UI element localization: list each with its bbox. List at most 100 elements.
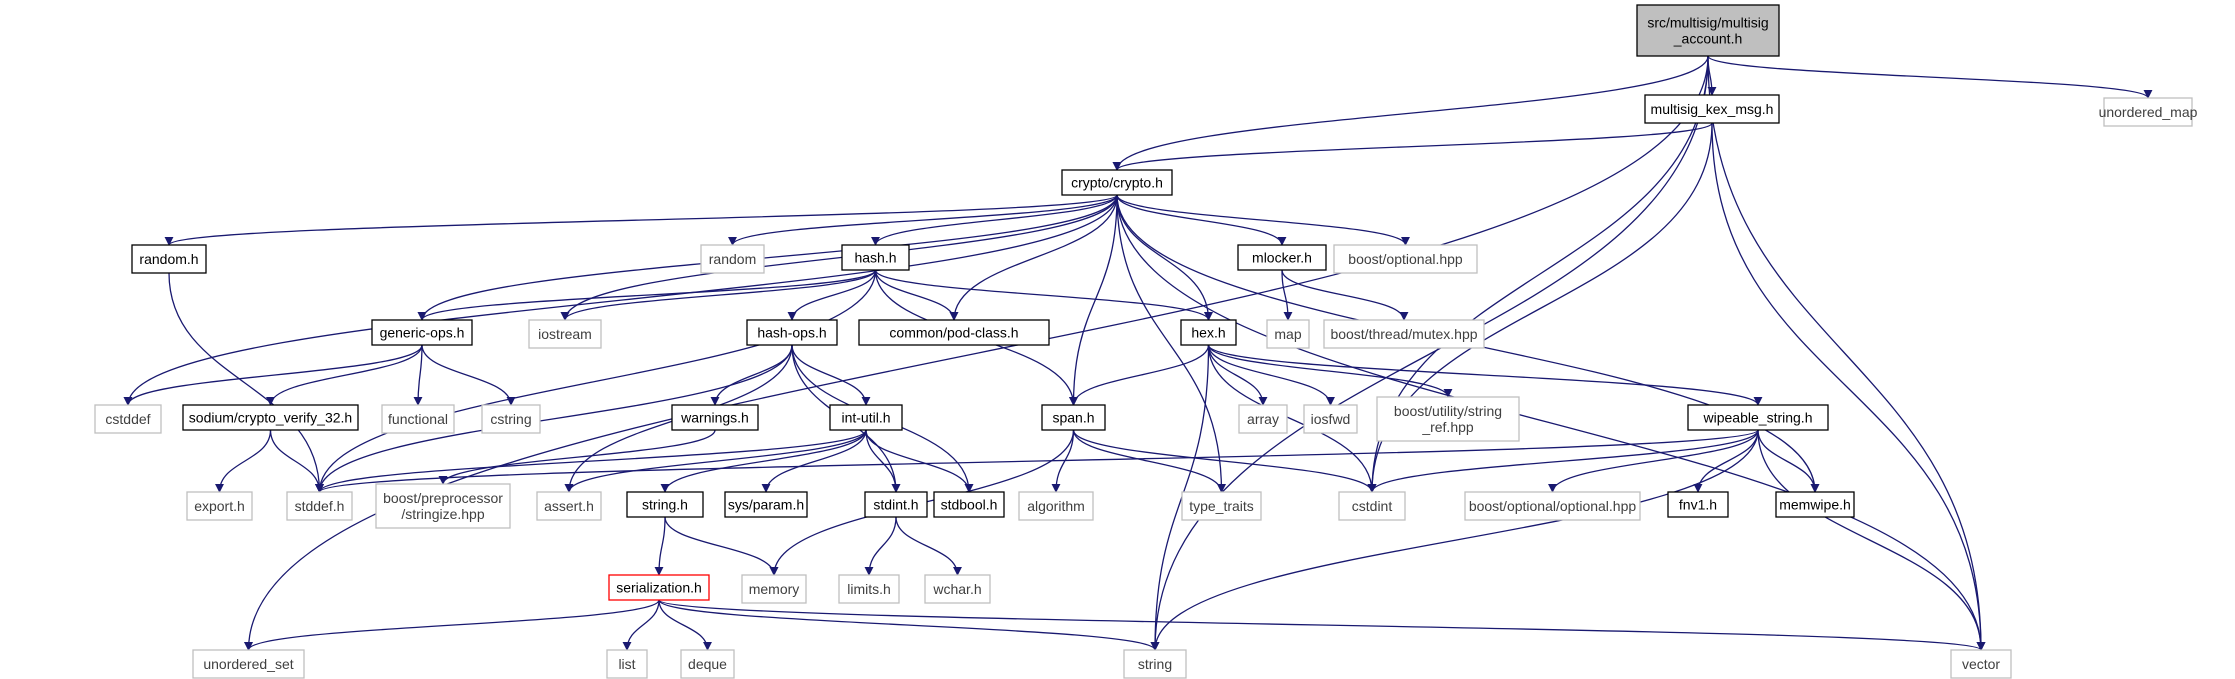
- header-node[interactable]: sodium/crypto_verify_32.h: [182, 404, 359, 431]
- include-edge-path: [622, 599, 660, 651]
- header-node[interactable]: hash-ops.h: [746, 319, 838, 346]
- include-edge-path: [243, 55, 1709, 651]
- node-label: limits.h: [847, 581, 891, 597]
- header-node[interactable]: multisig_kex_msg.h: [1644, 94, 1780, 124]
- include-edge-path: [417, 269, 877, 321]
- node-box: [186, 491, 253, 521]
- include-edge: [421, 344, 516, 406]
- header-node[interactable]: hash.h: [841, 244, 910, 271]
- include-edge: [658, 599, 713, 651]
- header-node[interactable]: hex.h: [1180, 319, 1237, 346]
- include-edge-path: [1116, 194, 1986, 651]
- include-edge: [1757, 429, 1820, 493]
- include-edge-path: [1281, 269, 1409, 321]
- node-label: warnings.h: [680, 410, 749, 426]
- node-box: [741, 574, 807, 604]
- include-edge-path: [1150, 429, 1759, 651]
- include-edge-path: [560, 194, 1118, 321]
- node-label: _account.h: [1673, 31, 1743, 47]
- include-edge: [871, 194, 1118, 246]
- node-box: [858, 319, 1050, 346]
- node-box: [1237, 244, 1327, 271]
- node-label: cstddef: [105, 411, 150, 427]
- include-edge: [874, 269, 959, 321]
- include-edge-path: [438, 429, 716, 485]
- include-edge: [654, 516, 666, 576]
- include-edge: [123, 344, 423, 406]
- header-node[interactable]: int-util.h: [829, 404, 903, 431]
- node-box: [671, 404, 759, 431]
- node-box: [608, 574, 710, 601]
- header-node[interactable]: string.h: [626, 491, 704, 518]
- node-label: stdbool.h: [941, 497, 998, 513]
- header-node[interactable]: stdint.h: [864, 491, 928, 518]
- include-edge-path: [791, 344, 871, 406]
- header-node[interactable]: mlocker.h: [1237, 244, 1327, 271]
- header-node[interactable]: common/pod-class.h: [858, 319, 1050, 346]
- header-node[interactable]: wipeable_string.h: [1687, 404, 1829, 431]
- include-edge-path: [874, 269, 959, 321]
- include-edge-path: [168, 272, 325, 493]
- include-edge: [1207, 344, 1336, 406]
- header-node[interactable]: warnings.h: [671, 404, 759, 431]
- header-node[interactable]: generic-ops.h: [371, 319, 473, 346]
- header-node: cstdint: [1338, 491, 1406, 521]
- header-node[interactable]: stdbool.h: [933, 491, 1005, 518]
- include-edge-path: [1207, 344, 1453, 398]
- node-label: functional: [388, 411, 448, 427]
- include-edge-path: [413, 344, 423, 406]
- node-label: boost/optional/optional.hpp: [1469, 498, 1637, 514]
- header-node[interactable]: random.h: [131, 244, 207, 274]
- node-label: string.h: [642, 497, 688, 513]
- include-edge-path: [1707, 55, 1986, 651]
- include-edge-path: [761, 429, 867, 493]
- header-node[interactable]: serialization.h: [608, 574, 710, 601]
- include-edge: [560, 194, 1118, 321]
- header-node: iostream: [528, 319, 602, 349]
- header-node: export.h: [186, 491, 253, 521]
- header-node: list: [606, 649, 648, 679]
- node-box: [286, 491, 353, 521]
- include-edge-path: [164, 194, 1118, 246]
- node-label: boost/thread/mutex.hpp: [1330, 326, 1477, 342]
- node-label: mlocker.h: [1252, 250, 1312, 266]
- include-edge: [1072, 429, 1377, 493]
- header-node[interactable]: crypto/crypto.h: [1061, 169, 1173, 196]
- node-label: boost/preprocessor: [383, 490, 503, 506]
- node-label: generic-ops.h: [380, 325, 465, 341]
- include-edge: [1072, 429, 1227, 493]
- header-node[interactable]: span.h: [1041, 404, 1106, 431]
- include-edge: [564, 429, 867, 493]
- node-label: export.h: [194, 498, 245, 514]
- header-node: boost/preprocessor/stringize.hpp: [375, 483, 511, 529]
- include-edge-path: [871, 194, 1118, 246]
- header-node: stddef.h: [286, 491, 353, 521]
- include-edge-path: [123, 344, 423, 406]
- header-node: random: [700, 244, 765, 274]
- header-node: wchar.h: [924, 574, 991, 604]
- node-box: [1061, 169, 1173, 196]
- header-node[interactable]: fnv1.h: [1667, 491, 1729, 518]
- include-edge-path: [658, 599, 1160, 651]
- include-edge-path: [269, 429, 325, 493]
- include-edge: [660, 429, 867, 493]
- node-label: hash.h: [854, 250, 896, 266]
- header-node[interactable]: sys/param.h: [724, 491, 808, 518]
- node-box: [375, 483, 511, 529]
- include-edge: [658, 599, 1160, 651]
- include-edge-path: [1757, 429, 1986, 651]
- include-edge-path: [1281, 269, 1293, 321]
- header-node[interactable]: memwipe.h: [1775, 491, 1855, 518]
- node-label: type_traits: [1189, 498, 1254, 514]
- node-box: [131, 244, 207, 274]
- include-edge-path: [123, 194, 1118, 406]
- node-box: [680, 649, 735, 679]
- header-node: functional: [381, 404, 455, 434]
- include-edge-path: [560, 269, 877, 321]
- node-label: cstring: [490, 411, 531, 427]
- include-edge: [1207, 344, 1453, 398]
- node-box: [371, 319, 473, 346]
- include-edge-path: [244, 599, 660, 651]
- node-label: assert.h: [544, 498, 594, 514]
- include-edge-path: [564, 429, 867, 493]
